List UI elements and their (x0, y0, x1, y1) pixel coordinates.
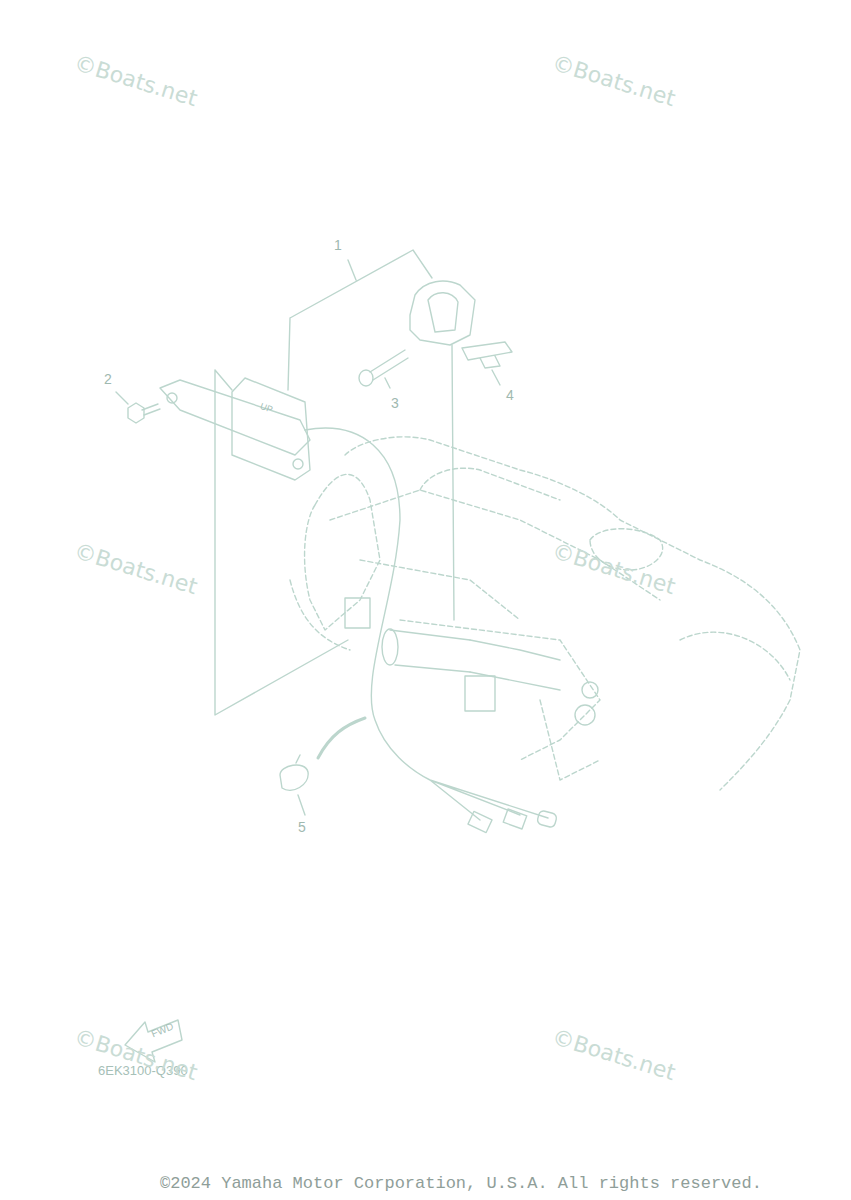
leader-line (215, 370, 348, 715)
bolt-head (575, 705, 595, 725)
callout-number: 3 (391, 396, 399, 410)
watermark: ©Boats.net (72, 540, 200, 598)
trim-sensor-detail (428, 293, 458, 332)
bracket-outline (290, 437, 800, 790)
tilt-tube (470, 640, 560, 690)
tube-end (382, 629, 398, 665)
leader-line (288, 250, 432, 390)
bracket-clip (465, 676, 495, 711)
watermark: ©Boats.net (72, 52, 200, 110)
wire-connector (468, 811, 492, 832)
sensor-wire (305, 428, 548, 820)
bolt-head (582, 682, 598, 698)
wire-clamp (280, 755, 308, 790)
callout-number: 2 (104, 372, 112, 386)
copyright-notice: ©2024 Yamaha Motor Corporation, U.S.A. A… (160, 1175, 762, 1192)
arm-hole (167, 393, 177, 403)
bolt-head (128, 403, 144, 423)
trim-sensor (410, 281, 475, 345)
direction-label: FWD (150, 1021, 175, 1039)
callout-number: 1 (334, 238, 342, 252)
sensor-housing (232, 378, 310, 480)
watermark: ©Boats.net (550, 52, 678, 110)
callout-number: 4 (506, 388, 514, 402)
wire-connector (503, 809, 527, 829)
watermark: ©Boats.net (550, 1026, 678, 1084)
part-marking: UP (259, 402, 274, 415)
wire-connector (536, 810, 557, 828)
leader-line (452, 345, 454, 620)
direction-arrow (318, 718, 365, 758)
bolt-head (359, 370, 373, 386)
bolt-shank (370, 350, 408, 380)
bracket-clip (345, 598, 370, 628)
sensor-plate (462, 342, 512, 368)
callout-number: 5 (298, 820, 306, 834)
tilt-tube (390, 630, 470, 672)
arm-hole (293, 459, 303, 469)
watermark: ©Boats.net (550, 540, 678, 598)
sensor-arm (160, 380, 310, 455)
